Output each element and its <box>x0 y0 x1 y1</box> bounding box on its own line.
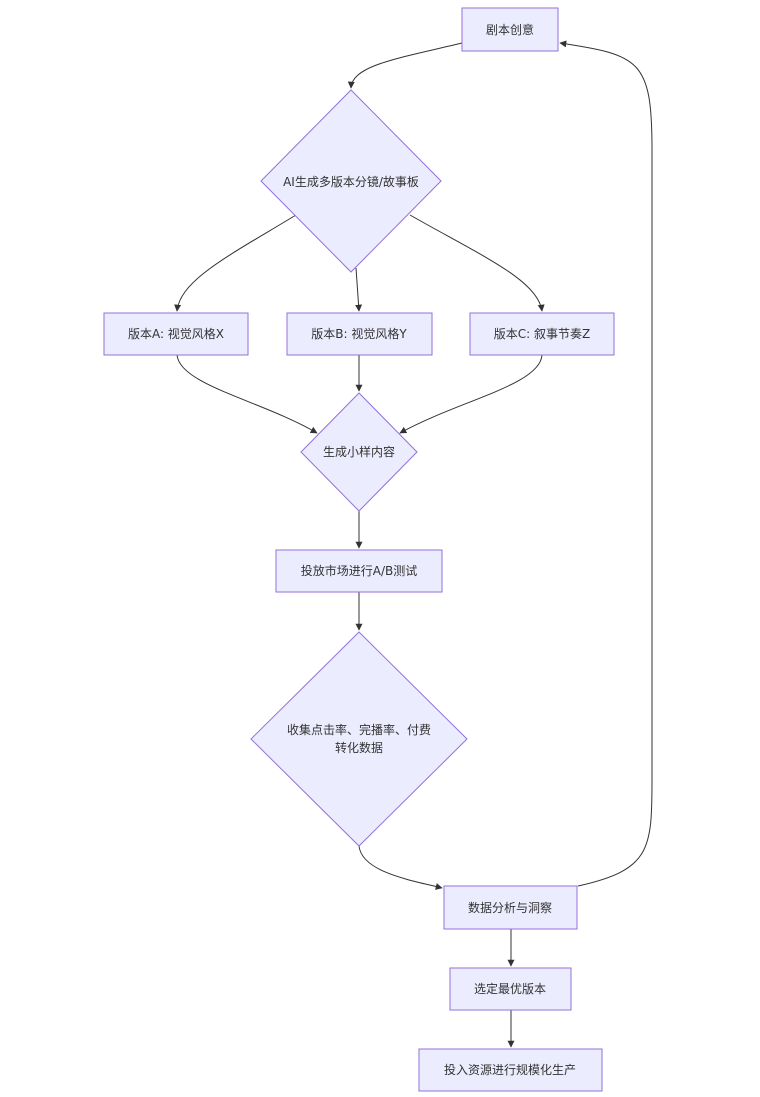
edge-analysis-to-idea-loop <box>559 40 653 887</box>
node-version-b-label: 版本B: 视觉风格Y <box>311 326 407 341</box>
node-collect-data-label-line1: 收集点击率、完播率、付费 <box>287 722 431 737</box>
node-data-analysis[interactable]: 数据分析与洞察 <box>443 885 578 930</box>
node-collect-data[interactable]: 收集点击率、完播率、付费 转化数据 <box>250 631 468 847</box>
edge-version-a-to-samples <box>176 354 318 434</box>
edge-collect-to-analysis <box>358 845 443 890</box>
node-script-idea[interactable]: 剧本创意 <box>461 7 559 52</box>
node-script-idea-label: 剧本创意 <box>486 22 534 37</box>
node-version-a-label: 版本A: 视觉风格X <box>128 326 224 341</box>
node-collect-data-label-line2: 转化数据 <box>335 740 383 755</box>
edge-idea-to-ai <box>347 42 463 89</box>
node-version-b[interactable]: 版本B: 视觉风格Y <box>286 312 433 356</box>
node-generate-samples-label: 生成小样内容 <box>323 444 395 459</box>
node-version-c[interactable]: 版本C: 叙事节奏Z <box>469 312 615 356</box>
node-ai-generate[interactable]: AI生成多版本分镜/故事板 <box>260 89 442 273</box>
node-scale-production-label: 投入资源进行规模化生产 <box>444 1062 576 1077</box>
node-generate-samples[interactable]: 生成小样内容 <box>300 392 418 512</box>
node-ai-generate-label: AI生成多版本分镜/故事板 <box>283 174 419 189</box>
node-select-best[interactable]: 选定最优版本 <box>449 967 572 1011</box>
node-version-c-label: 版本C: 叙事节奏Z <box>494 327 590 341</box>
node-ab-test-label: 投放市场进行A/B测试 <box>301 563 418 578</box>
edge-version-c-to-samples <box>399 354 543 434</box>
edge-ai-to-version-a <box>174 214 297 312</box>
edges <box>174 40 653 1048</box>
edge-ai-to-version-c <box>409 214 545 312</box>
node-select-best-label: 选定最优版本 <box>474 981 546 996</box>
node-ab-test[interactable]: 投放市场进行A/B测试 <box>275 549 443 593</box>
node-data-analysis-label: 数据分析与洞察 <box>468 900 552 915</box>
edge-ai-to-version-b <box>355 267 363 312</box>
node-scale-production[interactable]: 投入资源进行规模化生产 <box>418 1048 603 1092</box>
node-version-a[interactable]: 版本A: 视觉风格X <box>103 312 249 356</box>
